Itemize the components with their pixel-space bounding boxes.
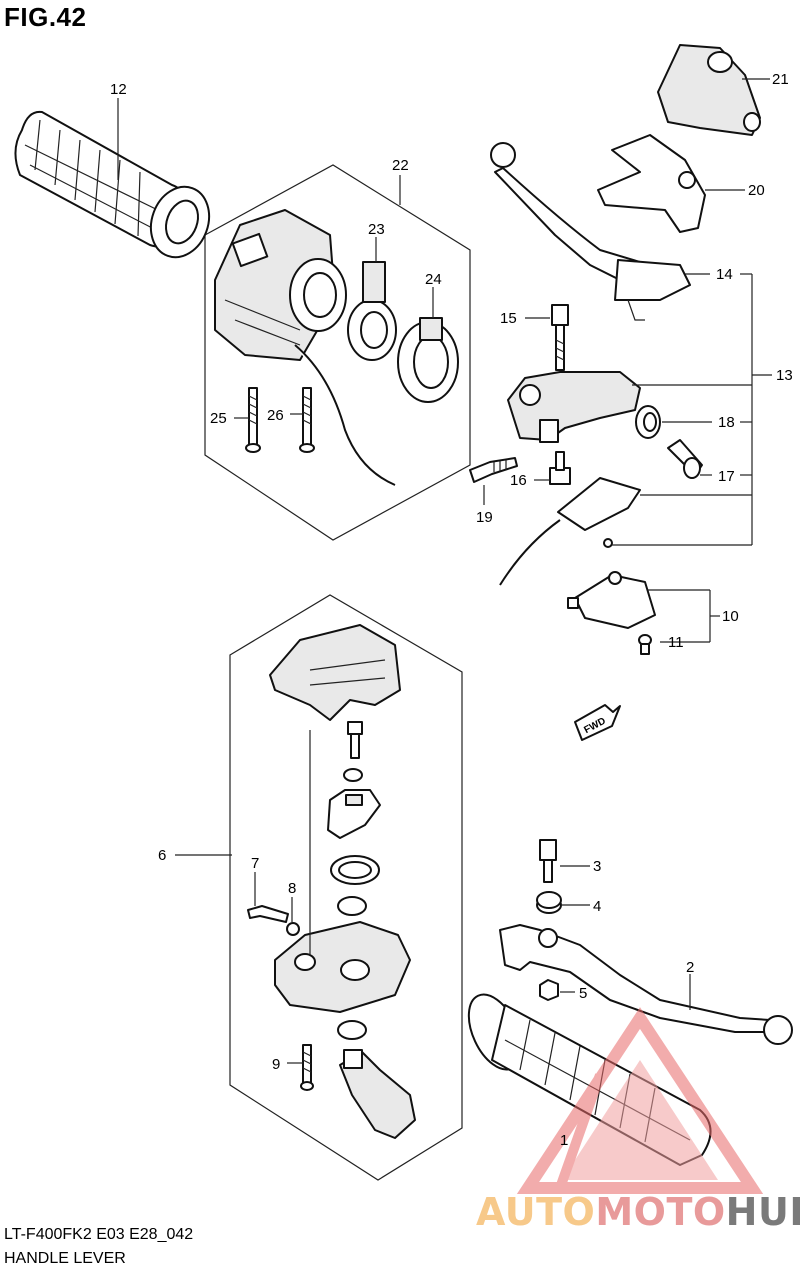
frame-6	[229, 594, 463, 1181]
screw-19	[469, 457, 518, 483]
screw-9	[300, 1044, 314, 1091]
callout-26: 26	[267, 407, 284, 424]
watermark-text-hub: HUB	[725, 1190, 800, 1234]
frame-22	[204, 164, 471, 541]
switch-10	[567, 571, 656, 629]
washer-lower	[337, 1020, 367, 1040]
switch-housing-22	[214, 209, 396, 486]
callout-3: 3	[593, 858, 601, 875]
callout-10: 10	[722, 608, 739, 625]
cap-18	[635, 405, 661, 439]
nut-5	[539, 979, 559, 1001]
washer-mid	[337, 896, 367, 916]
callout-20: 20	[748, 182, 765, 199]
grip-left-12	[14, 110, 211, 259]
switch-knob-23	[347, 261, 397, 361]
callout-9: 9	[272, 1056, 280, 1073]
washer-small	[343, 768, 363, 782]
master-cylinder-13	[507, 371, 641, 443]
nut-8	[286, 922, 300, 936]
callout-14: 14	[716, 266, 733, 283]
callout-15: 15	[500, 310, 517, 327]
screw-7	[247, 905, 289, 923]
callout-7: 7	[251, 855, 259, 872]
watermark-text-moto: MOTO	[595, 1190, 726, 1234]
cover-21	[657, 44, 761, 136]
callout-21: 21	[772, 71, 789, 88]
callout-4: 4	[593, 898, 601, 915]
callout-6: 6	[158, 847, 166, 864]
callout-5: 5	[579, 985, 587, 1002]
throttle-housing-lower	[274, 921, 411, 1013]
screw-26	[299, 387, 315, 453]
callout-8: 8	[288, 880, 296, 897]
bracket-20	[597, 134, 706, 233]
watermark-text-auto: AUTO	[476, 1190, 596, 1234]
bushing-4	[536, 891, 562, 914]
callout-2: 2	[686, 959, 694, 976]
callout-1: 1	[560, 1132, 568, 1149]
nut-16	[549, 451, 571, 485]
callout-13: 13	[776, 367, 793, 384]
throttle-cover	[269, 624, 401, 721]
cam-piece	[327, 789, 381, 839]
callout-24: 24	[425, 271, 442, 288]
section-title: HANDLE LEVER	[4, 1250, 126, 1267]
callout-12: 12	[110, 81, 127, 98]
callout-19: 19	[476, 509, 493, 526]
callout-16: 16	[510, 472, 527, 489]
bolt-3	[539, 839, 557, 883]
adjuster-17	[667, 439, 703, 479]
model-code: LT-F400FK2 E03 E28_042	[4, 1226, 194, 1243]
screw-25	[245, 387, 261, 453]
ring-24	[397, 317, 459, 403]
figure-title: FIG.42	[4, 2, 87, 32]
fwd-badge: FWD	[574, 704, 621, 741]
bolt-small	[347, 721, 363, 759]
watermark-text: AUTOMOTOHUB	[476, 1190, 800, 1234]
callout-22: 22	[392, 157, 409, 174]
callout-25: 25	[210, 410, 227, 427]
screw-11	[638, 634, 652, 655]
callout-23: 23	[368, 221, 385, 238]
watermark-logo	[516, 1007, 764, 1194]
brake-lever-13	[490, 142, 691, 321]
clutch-lever-2	[499, 924, 793, 1045]
throttle-lever	[339, 1049, 416, 1139]
bolt-15	[551, 304, 569, 371]
callout-18: 18	[718, 414, 735, 431]
callout-17: 17	[718, 468, 735, 485]
brake-switch-body	[499, 477, 641, 586]
callout-11: 11	[668, 634, 684, 651]
spring	[330, 855, 380, 885]
